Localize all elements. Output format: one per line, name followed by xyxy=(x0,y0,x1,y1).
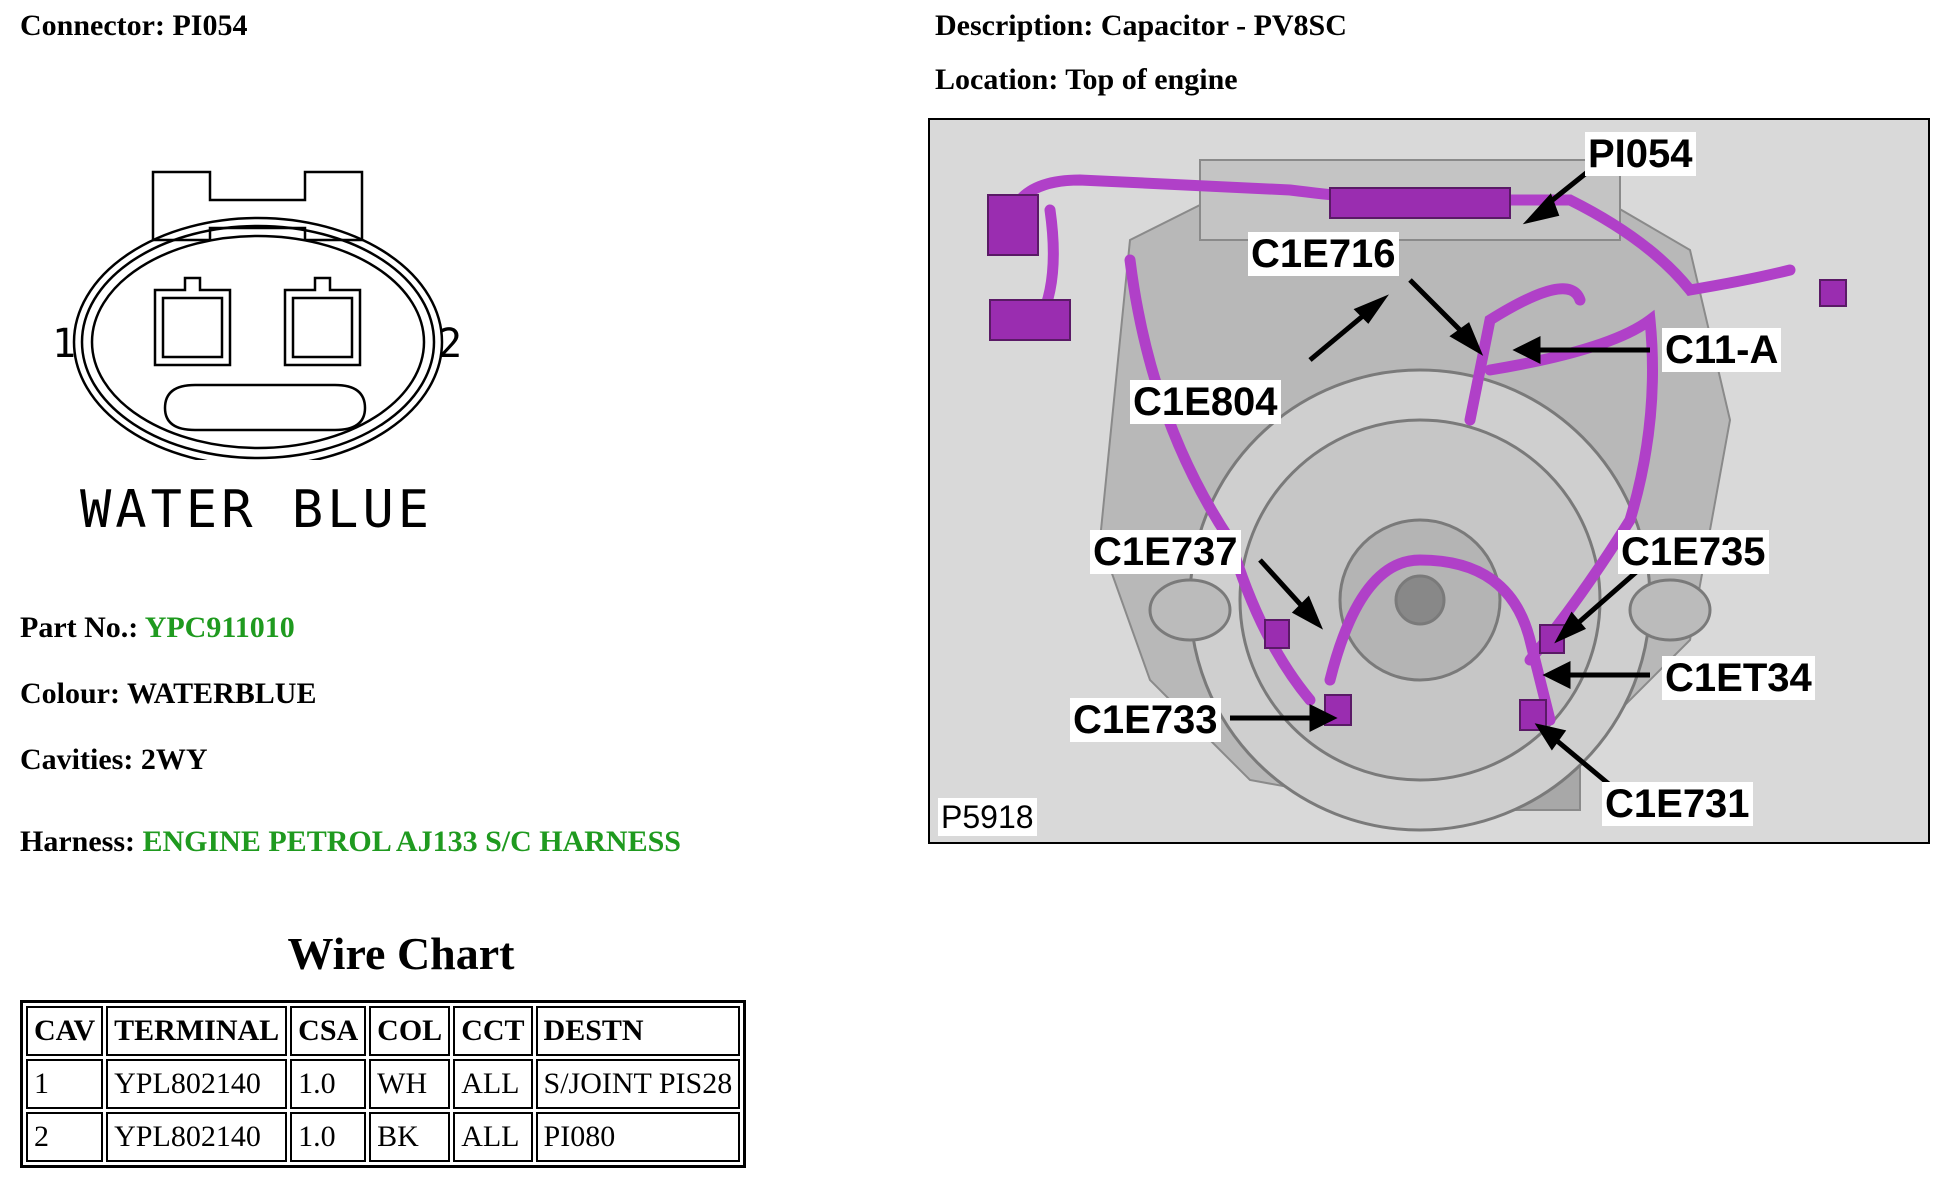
table-row: 1 YPL802140 1.0 WH ALL S/JOINT PIS28 xyxy=(26,1059,741,1109)
header-csa: CSA xyxy=(290,1006,367,1056)
cell-col: BK xyxy=(369,1112,451,1162)
callout-pi054: PI054 xyxy=(1585,132,1696,176)
header-terminal: TERMINAL xyxy=(106,1006,288,1056)
colour-value: WATERBLUE xyxy=(126,677,317,710)
cell-terminal: YPL802140 xyxy=(106,1059,288,1109)
harness-line: Harness: ENGINE PETROL AJ133 S/C HARNESS xyxy=(20,824,681,860)
cell-cav: 2 xyxy=(26,1112,104,1162)
colour-label: Colour: xyxy=(20,677,120,710)
callout-c1e735: C1E735 xyxy=(1618,530,1769,574)
callout-c1e737: C1E737 xyxy=(1090,530,1241,574)
callout-c1e731: C1E731 xyxy=(1602,782,1753,826)
cell-cct: ALL xyxy=(453,1059,533,1109)
harness-routing xyxy=(1004,174,1796,726)
part-no-line: Part No.: YPC911010 xyxy=(20,610,295,646)
cavities-value: 2WY xyxy=(140,743,208,776)
header-col: COL xyxy=(369,1006,451,1056)
connector-label: Connector: xyxy=(20,9,165,42)
description-value: Capacitor - PV8SC xyxy=(1100,9,1347,42)
callout-arrows xyxy=(1230,168,1652,787)
part-no-link[interactable]: YPC911010 xyxy=(144,611,295,644)
cavities-line: Cavities: 2WY xyxy=(20,742,207,778)
wire-chart-table: CAV TERMINAL CSA COL CCT DESTN 1 YPL8021… xyxy=(20,1000,747,1168)
callout-c1e716: C1E716 xyxy=(1248,232,1399,276)
part-no-label: Part No.: xyxy=(20,611,139,644)
cell-col: WH xyxy=(369,1059,451,1109)
connector-face-drawing xyxy=(72,170,444,460)
harness-link[interactable]: ENGINE PETROL AJ133 S/C HARNESS xyxy=(142,825,681,858)
connector-value: PI054 xyxy=(172,9,248,42)
wire-table-header-row: CAV TERMINAL CSA COL CCT DESTN xyxy=(26,1006,741,1056)
connector-heading: Connector: PI054 xyxy=(20,8,247,44)
connector-colour-caption: WATER BLUE xyxy=(80,480,434,540)
colour-line: Colour: WATERBLUE xyxy=(20,676,316,712)
engine-mounts xyxy=(1148,578,1712,642)
callout-c11-a: C11-A xyxy=(1662,328,1782,372)
figure-code: P5918 xyxy=(938,798,1037,836)
location-label: Location: xyxy=(935,63,1059,96)
cell-terminal: YPL802140 xyxy=(106,1112,288,1162)
table-row: 2 YPL802140 1.0 BK ALL PI080 xyxy=(26,1112,741,1162)
harness-connectors xyxy=(987,187,1847,731)
header-cct: CCT xyxy=(453,1006,533,1056)
cell-csa: 1.0 xyxy=(290,1059,367,1109)
description-label: Description: xyxy=(935,9,1094,42)
callout-c1e804: C1E804 xyxy=(1130,380,1281,424)
engine-location-diagram: PI054 C1E716 C11-A C1E804 C1E737 C1E735 … xyxy=(928,118,1930,844)
cell-csa: 1.0 xyxy=(290,1112,367,1162)
location-heading: Location: Top of engine xyxy=(935,62,1238,98)
description-heading: Description: Capacitor - PV8SC xyxy=(935,8,1347,44)
location-value: Top of engine xyxy=(1065,63,1238,96)
cell-destn: S/JOINT PIS28 xyxy=(535,1059,741,1109)
engine-illustration xyxy=(987,159,1847,832)
cavity-2-label: 2 xyxy=(438,321,463,367)
cell-cav: 1 xyxy=(26,1059,104,1109)
callout-c1e733: C1E733 xyxy=(1070,698,1221,742)
header-cav: CAV xyxy=(26,1006,104,1056)
callout-c1et34: C1ET34 xyxy=(1662,656,1815,700)
header-destn: DESTN xyxy=(535,1006,741,1056)
cell-cct: ALL xyxy=(453,1112,533,1162)
cell-destn: PI080 xyxy=(535,1112,741,1162)
cavity-1-label: 1 xyxy=(52,321,77,367)
harness-label: Harness: xyxy=(20,825,135,858)
wire-chart-title: Wire Chart xyxy=(287,928,515,979)
cavities-label: Cavities: xyxy=(20,743,134,776)
